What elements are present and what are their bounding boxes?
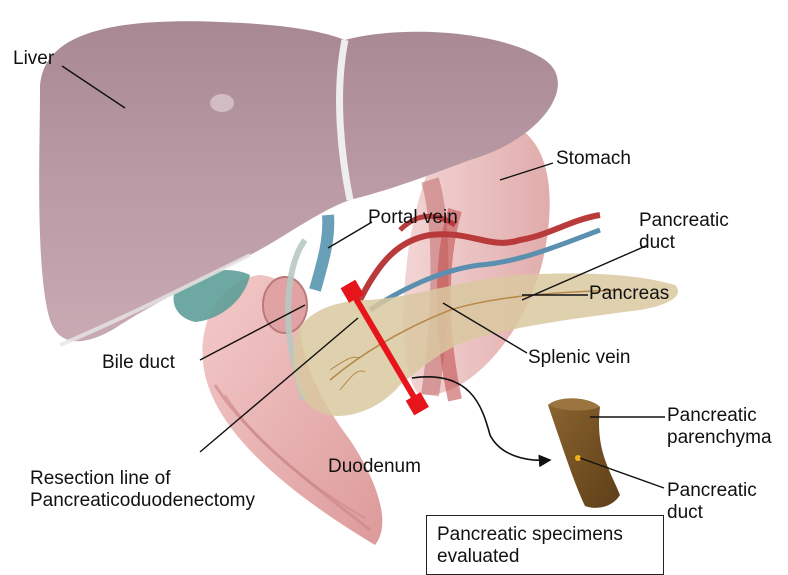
label-duodenum: Duodenum [328,456,421,478]
specimens-caption-line1: Pancreatic specimens [437,524,653,546]
label-splenic-vein: Splenic vein [528,347,630,369]
label-stomach: Stomach [556,148,631,170]
label-specimen-pancreatic-duct: Pancreatic duct [667,480,757,524]
label-liver: Liver [13,48,54,70]
label-pancreas: Pancreas [589,283,669,305]
portal-vein [315,215,328,290]
label-specimen-duct-line1: Pancreatic [667,480,757,502]
label-resection-line: Resection line of Pancreaticoduodenectom… [30,468,255,512]
resection-marker-bottom [406,392,429,415]
label-parenchyma-line2: parenchyma [667,427,772,449]
specimens-caption-line2: evaluated [437,546,653,568]
label-specimen-duct-line2: duct [667,502,757,524]
label-pancreatic-duct-line1: Pancreatic [639,210,729,232]
label-resection-line2: Pancreaticoduodenectomy [30,490,255,512]
pancreatic-specimen [548,398,620,507]
label-bile-duct: Bile duct [102,352,175,374]
label-pancreatic-duct-line2: duct [639,232,729,254]
label-pancreatic-duct: Pancreatic duct [639,210,729,254]
label-resection-line1: Resection line of [30,468,255,490]
specimens-caption-box: Pancreatic specimens evaluated [426,515,664,575]
label-portal-vein: Portal vein [368,207,458,229]
label-pancreatic-parenchyma: Pancreatic parenchyma [667,405,772,449]
label-parenchyma-line1: Pancreatic [667,405,772,427]
